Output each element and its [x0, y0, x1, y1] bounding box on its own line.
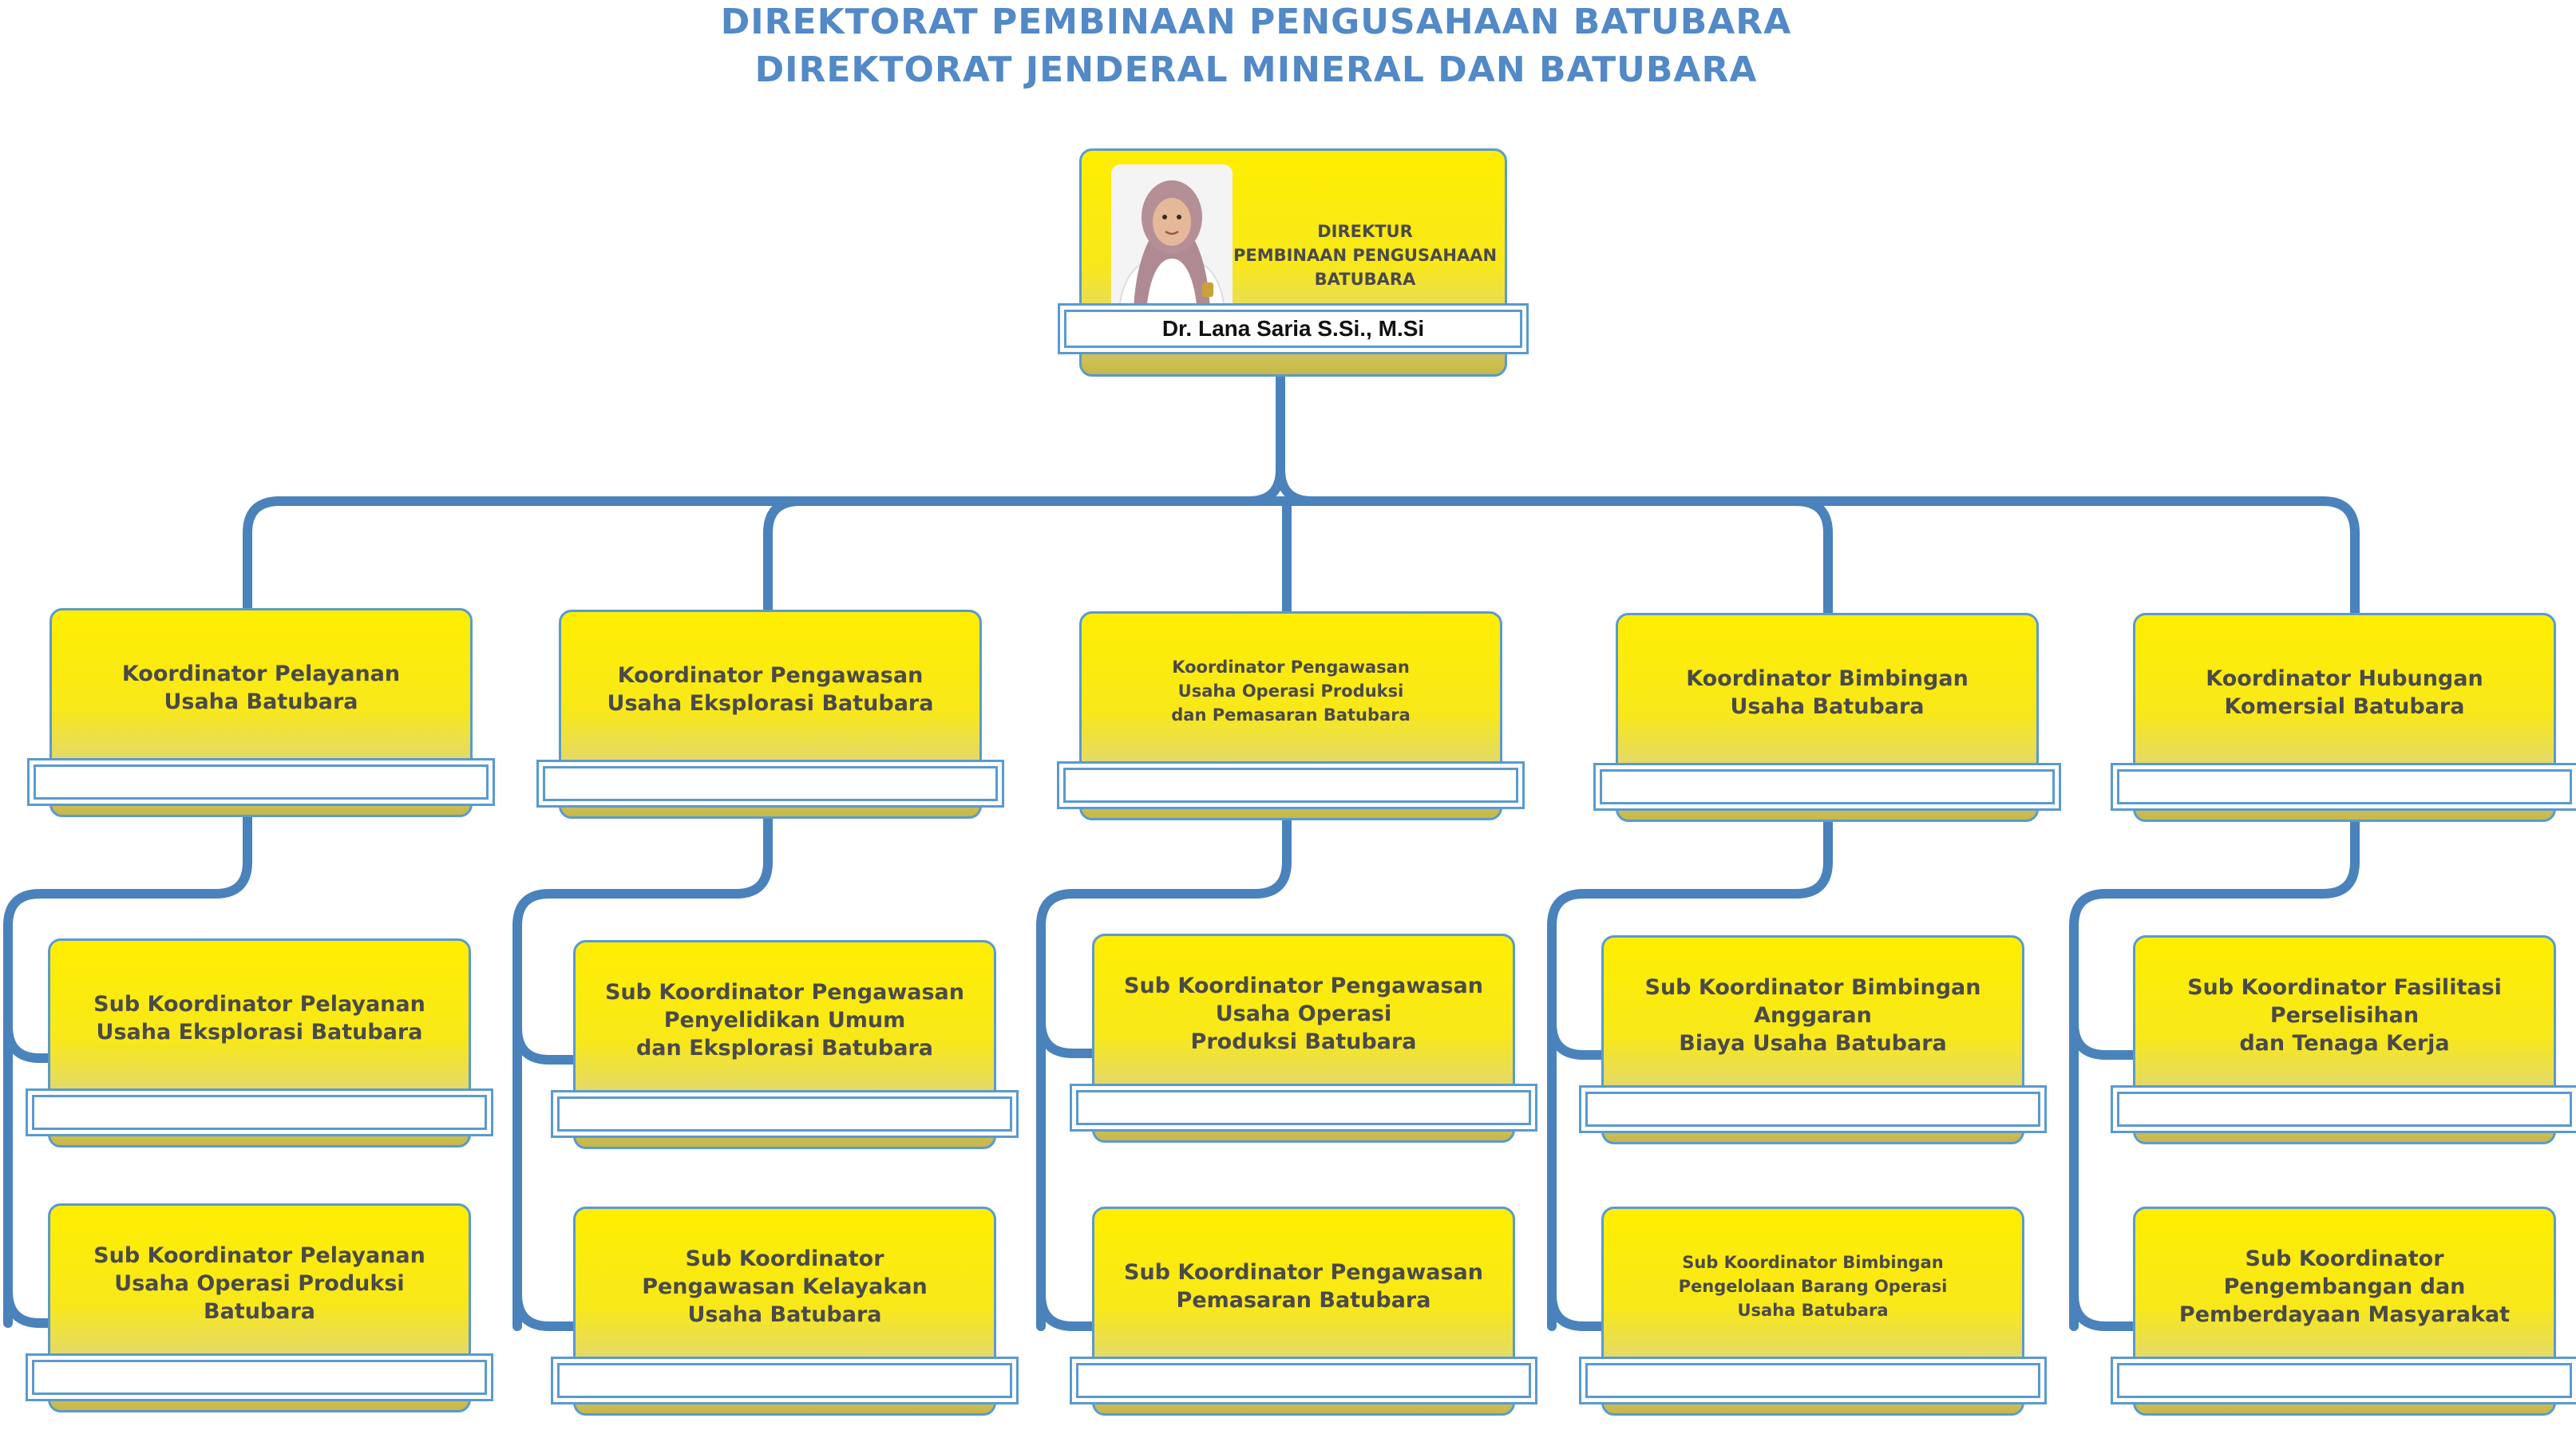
sub-branch-2-1 — [512, 1023, 578, 1065]
coordinator-5-name-plate — [2117, 769, 2572, 804]
sub-coordinator-1-2-card — [48, 1203, 471, 1373]
sub-branch-5-1 — [2069, 1018, 2138, 1060]
sub-coordinator-1-2-label: Sub Koordinator Pelayanan Usaha Operasi … — [93, 1242, 425, 1324]
sub-coordinator-2-1-name-plate — [557, 1096, 1012, 1132]
coordinator-2-card — [559, 610, 982, 779]
sub-coordinator-4-1-label: Sub Koordinator Bimbingan Anggaran Biaya… — [1644, 974, 1981, 1056]
sub-coordinator-5-2-card — [2133, 1207, 2556, 1376]
sub-branch-5-2 — [2069, 1290, 2138, 1331]
sub-coordinator-5-2-label: Sub Koordinator Pengembangan dan Pemberd… — [2178, 1246, 2511, 1327]
coordinator-1-label: Koordinator Pelayanan Usaha Batubara — [121, 662, 401, 714]
coordinator-2-label: Koordinator Pengawasan Usaha Eksplorasi … — [607, 663, 934, 716]
sub-coordinator-2-2-name-plate — [557, 1363, 1012, 1398]
director-join-left — [1244, 464, 1285, 506]
sub-coordinator-3-1-label: Sub Koordinator Pengawasan Usaha Operasi… — [1124, 973, 1483, 1054]
sub-branch-3-2 — [1036, 1290, 1097, 1331]
coordinator-drop-4 — [1791, 496, 1833, 618]
coordinator-4-name-plate — [1600, 769, 2055, 804]
director-name-plate — [1064, 310, 1522, 348]
director-name: Dr. Lana Saria S.Si., M.Si — [1161, 316, 1425, 341]
coordinator-2-name-plate — [543, 766, 998, 801]
sub-trunk-4 — [1547, 817, 1833, 1331]
director-role-label: DIREKTUR PEMBINAAN PENGUSAHAAN BATUBARA — [1233, 222, 1498, 289]
sub-coordinator-4-2-card — [1601, 1207, 2024, 1376]
sub-coordinator-4-2-name-plate — [1585, 1363, 2040, 1398]
sub-coordinator-3-1-card — [1092, 934, 1515, 1103]
coordinator-3-label: Koordinator Pengawasan Usaha Operasi Pro… — [1171, 658, 1411, 725]
sub-trunk-3 — [1036, 816, 1292, 1331]
coordinator-1-name-plate — [34, 764, 489, 800]
sub-coordinator-1-1-name-plate — [32, 1095, 487, 1130]
sub-coordinator-3-1-name-plate — [1076, 1090, 1531, 1125]
director-join-right — [1276, 464, 1317, 506]
sub-coordinator-2-2-label: Sub Koordinator Pengawasan Kelayakan Usa… — [642, 1246, 928, 1327]
sub-coordinator-5-1-name-plate — [2117, 1092, 2572, 1127]
coordinator-drop-1 — [243, 496, 284, 613]
sub-coordinator-1-2-name-plate — [32, 1360, 487, 1395]
page-title-line-1: DIREKTORAT PEMBINAAN PENGUSAHAAN BATUBAR… — [720, 2, 1792, 42]
sub-coordinator-1-1-card — [48, 938, 471, 1108]
sub-branch-2-2 — [512, 1290, 578, 1331]
coordinator-3-name-plate — [1063, 768, 1518, 803]
sub-branch-4-1 — [1547, 1018, 1606, 1060]
sub-trunk-1 — [3, 812, 252, 1328]
sub-coordinator-3-2-card — [1092, 1207, 1515, 1376]
sub-coordinator-2-1-label: Sub Koordinator Pengawasan Penyelidikan … — [605, 979, 964, 1061]
sub-coordinator-5-1-label: Sub Koordinator Fasilitasi Perselisihan … — [2187, 974, 2502, 1056]
sub-branch-1-1 — [3, 1021, 53, 1063]
sub-trunk-2 — [512, 814, 773, 1331]
sub-coordinator-3-2-name-plate — [1076, 1363, 1531, 1398]
sub-coordinator-1-1-label: Sub Koordinator Pelayanan Usaha Eksplora… — [93, 992, 425, 1045]
sub-trunk-5 — [2069, 817, 2360, 1331]
sub-branch-3-1 — [1036, 1017, 1097, 1058]
sub-coordinator-5-2-name-plate — [2117, 1363, 2572, 1398]
sub-coordinator-4-2-label: Sub Koordinator Bimbingan Pengelolaan Ba… — [1678, 1253, 1948, 1320]
sub-coordinator-3-2-label: Sub Koordinator Pengawasan Pemasaran Bat… — [1124, 1260, 1483, 1313]
coordinator-drop-5 — [2318, 496, 2360, 618]
coordinator-3-card — [1079, 611, 1502, 780]
coordinator-5-label: Koordinator Hubungan Komersial Batubara — [2206, 666, 2483, 719]
sub-coordinator-4-1-name-plate — [1585, 1092, 2040, 1127]
page-title-line-2: DIREKTORAT JENDERAL MINERAL DAN BATUBARA — [754, 49, 1758, 90]
coordinator-4-label: Koordinator Bimbingan Usaha Batubara — [1686, 666, 1969, 719]
sub-branch-1-2 — [3, 1286, 53, 1328]
coordinator-1-card — [49, 608, 473, 777]
sub-branch-4-2 — [1547, 1290, 1606, 1331]
coordinator-drop-2 — [763, 496, 805, 614]
sub-coordinator-2-2-card — [573, 1207, 996, 1376]
person-portrait-icon — [1111, 164, 1233, 311]
